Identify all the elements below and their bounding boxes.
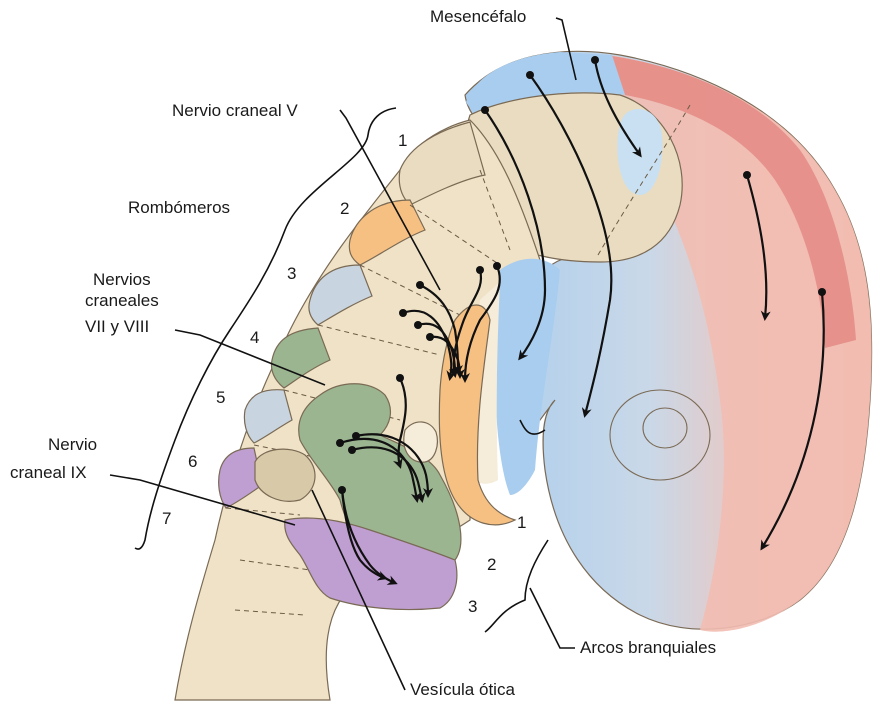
arch-number: 3 xyxy=(468,597,477,616)
rhombomere-number: 4 xyxy=(250,328,259,347)
label-mesencefalo: Mesencéfalo xyxy=(430,7,526,26)
rhombomere-number: 5 xyxy=(216,388,225,407)
label-nervios-vii-viii-line1: Nervios xyxy=(93,270,151,289)
otic-vesicle-shape xyxy=(404,422,438,462)
arch-number: 1 xyxy=(517,513,526,532)
label-nervios-vii-viii-line3: VII y VIII xyxy=(85,317,149,336)
rhombomere-number: 6 xyxy=(188,452,197,471)
arch-bracket xyxy=(485,540,548,632)
arcos-leader xyxy=(530,588,575,648)
label-arcos: Arcos branquiales xyxy=(580,638,716,657)
arch-number: 2 xyxy=(487,555,496,574)
rhombomere-6-lobe xyxy=(255,449,315,501)
label-nervios-vii-viii-line2: craneales xyxy=(85,291,159,310)
label-rombomeros: Rombómeros xyxy=(128,198,230,217)
label-vesicula: Vesícula ótica xyxy=(410,680,515,699)
label-nervio-v: Nervio craneal V xyxy=(172,101,298,120)
rhombomere-number: 1 xyxy=(398,131,407,150)
rhombomere-number: 2 xyxy=(340,199,349,218)
label-nervio-ix-line1: Nervio xyxy=(48,435,97,454)
label-nervio-ix-line2: craneal IX xyxy=(10,463,87,482)
rhombomere-number: 3 xyxy=(287,264,296,283)
rhombomere-number: 7 xyxy=(162,509,171,528)
